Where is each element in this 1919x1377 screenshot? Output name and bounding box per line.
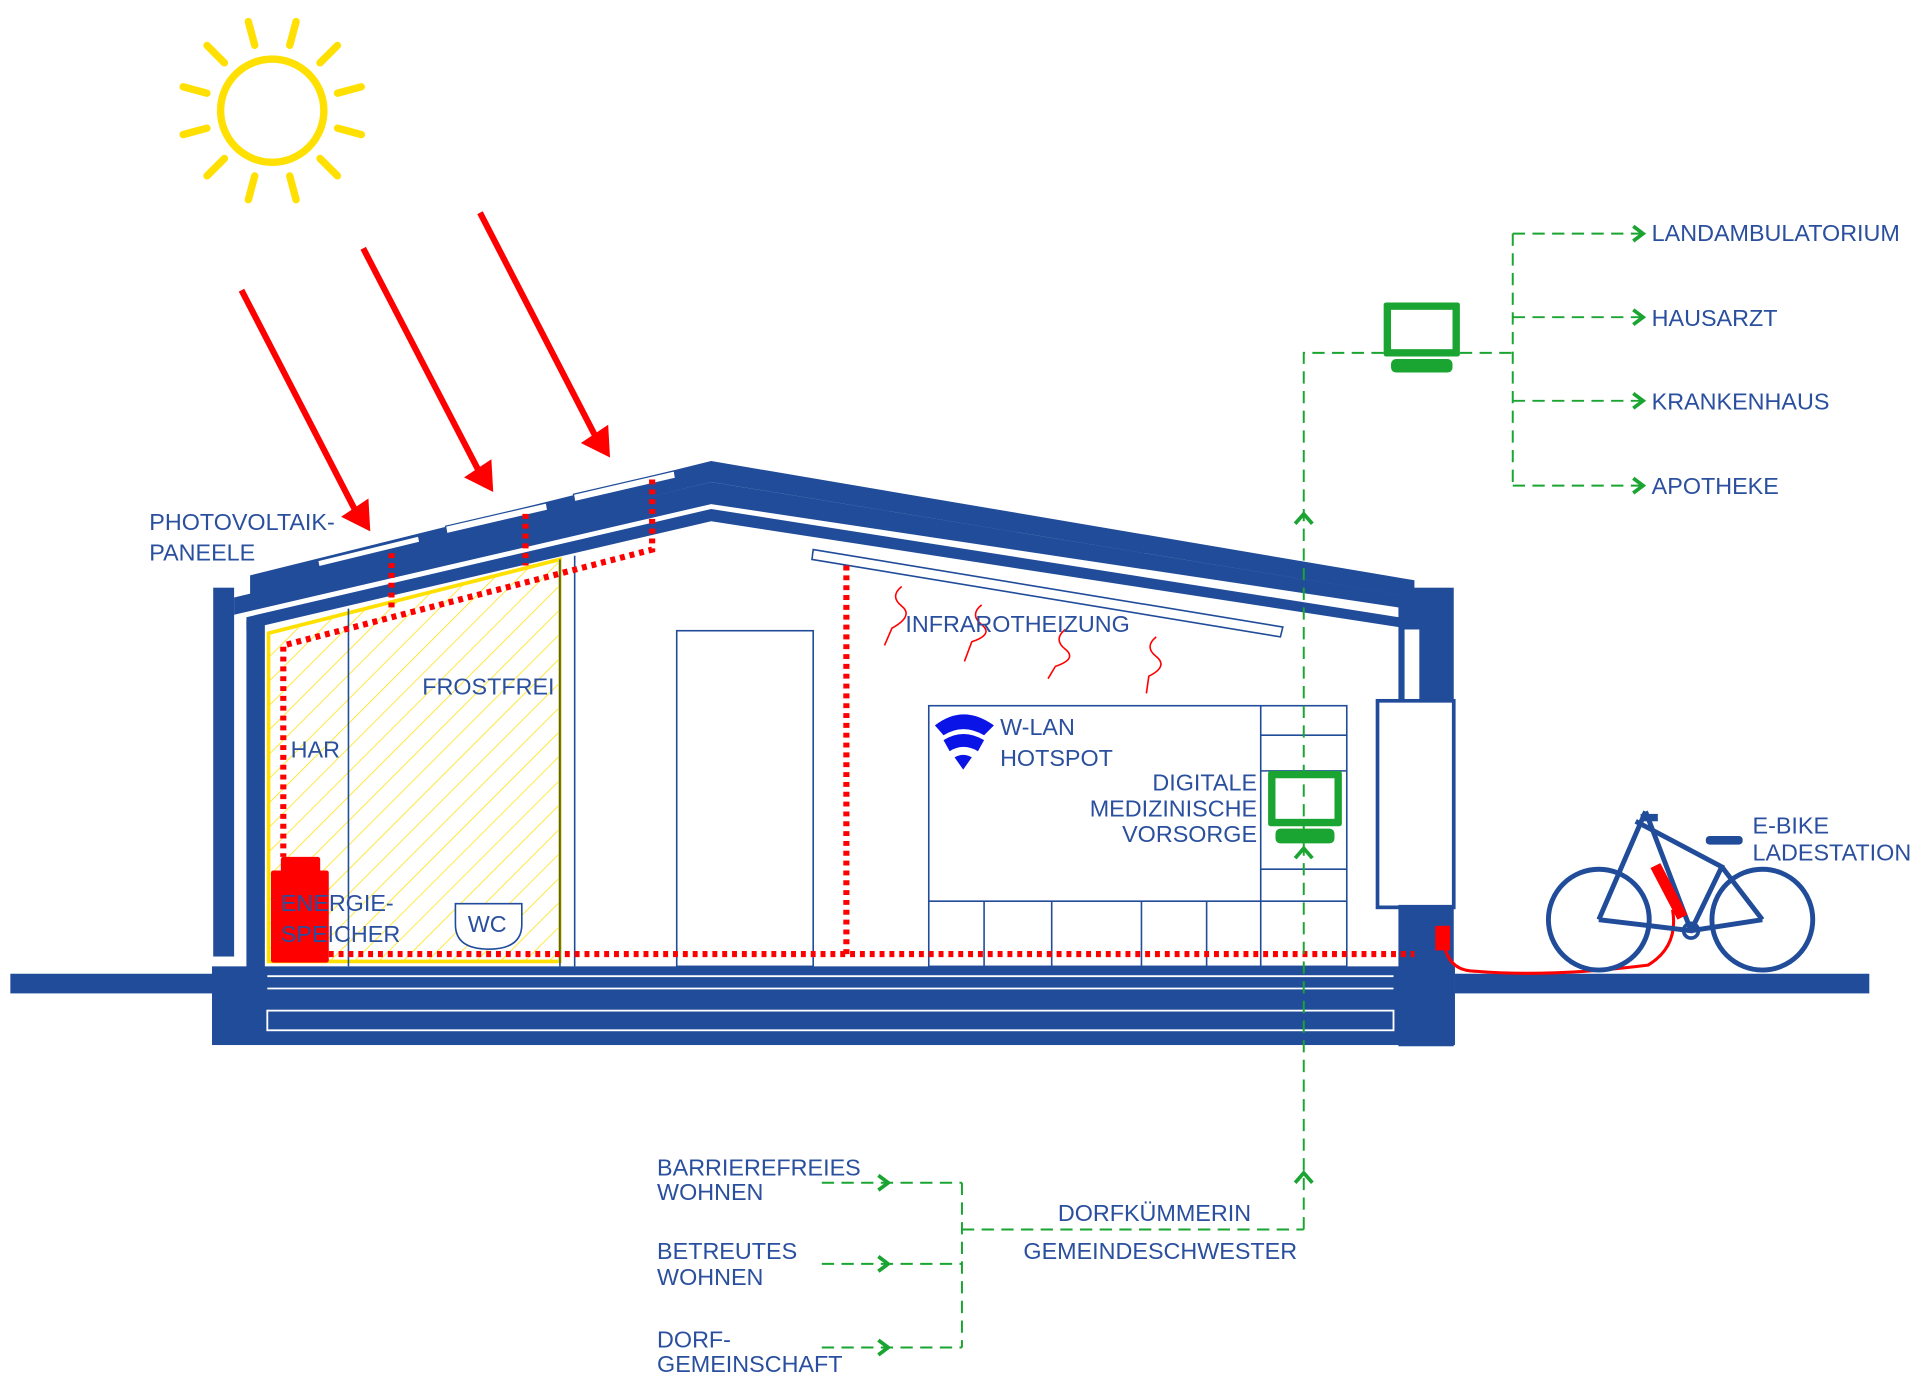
charging-station-icon: [1435, 925, 1451, 951]
left-inner-wall: [246, 620, 265, 990]
ground-right: [1454, 973, 1870, 994]
sun-ray: [333, 124, 365, 139]
sun-ray: [203, 41, 229, 67]
sunlight-arrows: [238, 211, 611, 532]
energy-storage-icon: [271, 856, 329, 963]
source-dorf-line2: GEMEINSCHAFT: [657, 1351, 842, 1377]
network-arrowheads: [877, 224, 1647, 1357]
sunlight-arrow: [360, 246, 483, 475]
hub-label-line1: DORFKÜMMERIN: [1058, 1200, 1251, 1226]
energy-storage-label-line2: SPEICHER: [281, 921, 400, 947]
sunlight-arrow: [238, 288, 360, 516]
wlan-label-line2: HOTSPOT: [1000, 745, 1113, 771]
sun-ray: [333, 83, 365, 97]
sunlight-arrow: [477, 211, 600, 441]
digital-care-label-line1: DIGITALE: [1152, 770, 1257, 796]
arrowhead-icon: [341, 498, 371, 532]
energy-lines: [280, 479, 1415, 958]
ebike-label-line2: LADESTATION: [1753, 840, 1912, 866]
sun-icon: [179, 17, 365, 204]
sun-ray: [316, 41, 342, 67]
sun-ray: [316, 154, 342, 180]
cabinet: [927, 704, 1348, 968]
sun-ray: [286, 172, 300, 204]
source-barrierefrei-line1: BARRIEREFREIES: [657, 1154, 861, 1180]
heat-wave-icons: [883, 585, 1162, 694]
har-label: HAR: [291, 736, 340, 762]
infrared-heating-label: INFRAROTHEIZUNG: [905, 611, 1129, 637]
sun-ray: [179, 83, 211, 97]
floor-slab: [211, 966, 1455, 1046]
sun-ray: [203, 154, 229, 180]
ebike-icon: [1435, 810, 1816, 975]
charging-cable: [1443, 909, 1676, 975]
wc-label: WC: [468, 911, 507, 937]
sun-ray: [244, 17, 259, 50]
photovoltaic-panels: [317, 470, 677, 568]
interior-lines: [347, 548, 1348, 968]
infrared-heater-panel: [811, 548, 1284, 638]
sun-ray: [286, 17, 300, 50]
ebike-battery-icon: [1650, 863, 1688, 920]
arrowhead-icon: [464, 459, 494, 492]
source-betreut-line1: BETREUTES: [657, 1238, 797, 1264]
target-hausarzt: HAUSARZT: [1652, 305, 1778, 331]
pv-label-line1: PHOTOVOLTAIK-: [149, 509, 334, 535]
arrowhead-icon: [580, 424, 611, 458]
door: [675, 629, 814, 968]
wlan-label-line1: W-LAN: [1000, 714, 1075, 740]
roof: [234, 461, 1431, 630]
sun-ray: [244, 172, 259, 204]
source-betreut-line2: WOHNEN: [657, 1264, 763, 1290]
source-dorf-line1: DORF-: [657, 1326, 731, 1352]
frostfrei-label: FROSTFREI: [422, 674, 554, 700]
sun-ray: [179, 124, 211, 139]
ebike-label-line1: E-BIKE: [1753, 813, 1830, 839]
source-barrierefrei-line2: WOHNEN: [657, 1179, 763, 1205]
pv-label-line2: PANEELE: [149, 540, 255, 566]
wc-sign: [454, 902, 523, 950]
target-apotheke: APOTHEKE: [1652, 473, 1779, 499]
digital-care-label-line3: VORSORGE: [1122, 821, 1257, 847]
ground-left: [10, 973, 214, 994]
energy-storage-label-line1: ENERGIE-: [281, 890, 394, 916]
target-landambulatorium: LANDAMBULATORIUM: [1652, 220, 1900, 246]
window: [1375, 698, 1456, 910]
left-wall: [213, 587, 235, 957]
network-lines: [821, 232, 1642, 1349]
target-krankenhaus: KRANKENHAUS: [1652, 388, 1830, 414]
telemedicine-monitor-icon: [1383, 302, 1460, 373]
digital-care-label-line2: MEDIZINISCHE: [1090, 795, 1257, 821]
hub-label-line2: GEMEINDESCHWESTER: [1023, 1238, 1297, 1264]
wifi-icon: [934, 714, 994, 770]
monitor-icon: [1268, 770, 1342, 844]
